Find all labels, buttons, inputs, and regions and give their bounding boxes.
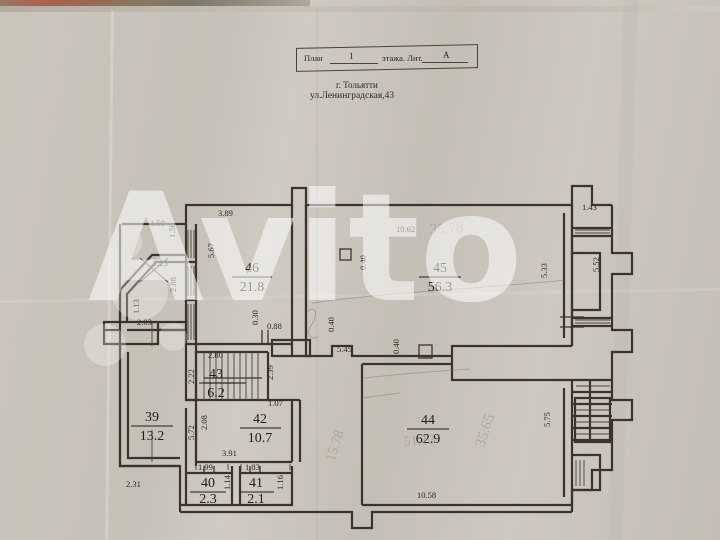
pencil-note: 35.65	[473, 412, 499, 449]
pencil-annotations: 35.78 51.13 35.65 15.78	[306, 220, 499, 464]
dimension-text: 10.58	[417, 490, 436, 500]
dimension-text: 1.50	[150, 218, 165, 228]
dimension-text: 1.25	[153, 258, 168, 268]
dimension-text: 0.40	[326, 317, 336, 332]
room-area: 2.1	[247, 492, 265, 507]
room-area: 2.3	[199, 492, 217, 507]
right-wing	[560, 205, 612, 492]
plan-floor-word: этажа. Лит.	[382, 53, 423, 63]
room-area: 56.3	[428, 280, 453, 295]
room-number: 42	[253, 412, 267, 427]
room-label-44: 44 62.9	[407, 413, 449, 447]
dimension-text: 1.07	[268, 398, 283, 408]
dimension-text: 2.31	[126, 479, 141, 489]
room-label-40: 40 2.3	[190, 476, 226, 507]
room-number: 44	[421, 413, 435, 428]
dimension-text: 0.30	[250, 310, 260, 325]
room-46-walls	[184, 224, 292, 354]
plan-floor-number: 1	[349, 51, 354, 61]
dimension-labels-vertical: 1.50 5.67 2.88 1.13 0.30 0.40 0.40 0.40 …	[131, 223, 601, 490]
dimension-text: 5.75	[542, 412, 552, 427]
dimension-text: 2.03	[137, 317, 152, 327]
dimension-text: 0.40	[358, 255, 368, 270]
dimension-text: 5.45	[337, 344, 352, 354]
dimension-text: 2.39	[265, 365, 275, 380]
city-label: г. Тольятти	[336, 80, 378, 90]
dimension-text: 2.22	[186, 369, 196, 384]
room-area: 21.8	[240, 280, 265, 295]
plan-label: План	[304, 53, 323, 63]
dimension-text: 1.16	[275, 475, 285, 490]
room-number: 43	[209, 367, 223, 382]
room-number: 46	[245, 261, 259, 276]
interior-wall-spine	[270, 205, 312, 358]
dimension-text: 1.43	[582, 202, 597, 212]
building-outline	[102, 184, 634, 530]
dimension-text: 1.13	[131, 299, 141, 314]
street-address-label: ул.Ленинградская,43	[310, 91, 395, 101]
room-label-43: 43 6.2	[199, 367, 234, 401]
plan-literal: А	[443, 50, 450, 60]
room-label-41: 41 2.1	[239, 476, 274, 507]
room-label-46: 46 21.8	[232, 261, 272, 295]
dimension-text: 0.40	[391, 339, 401, 354]
room-39-walls	[118, 344, 198, 468]
dimension-text: 5.52	[591, 257, 601, 272]
room-area: 62.9	[416, 432, 441, 447]
room-number: 40	[201, 476, 215, 491]
room-number: 45	[433, 261, 447, 276]
dimension-text: 5.67	[206, 243, 216, 258]
plan-floor-underline	[330, 63, 378, 64]
pencil-sketch-lines	[311, 279, 567, 399]
room-area: 6.2	[207, 386, 225, 401]
room-area: 10.7	[248, 431, 273, 446]
dimension-text: 0.88	[267, 321, 282, 331]
entrance-vestibule	[104, 253, 188, 346]
plan-title-block: План 1 этажа. Лит. А	[296, 44, 478, 102]
plan-literal-underline	[422, 62, 468, 63]
dimension-text: 2.80	[208, 350, 223, 360]
dimension-text: 1.83	[245, 462, 260, 472]
room-labels: 46 21.8 45 56.3 44 62.9 43 6.2 42	[131, 261, 461, 507]
dimension-text: 5.72	[186, 425, 196, 440]
room-44-walls	[360, 364, 574, 507]
pencil-note: 51.13	[403, 433, 435, 450]
room-label-45: 45 56.3	[419, 261, 461, 295]
room-label-42: 42 10.7	[240, 412, 281, 446]
dimension-text: 5.33	[539, 263, 549, 278]
dimension-labels-horizontal: 3.89 1.50 1.25 2.03 10.62 0.88 5.45 2.80…	[126, 202, 597, 500]
paper-top-edge	[0, 6, 720, 12]
room-number: 41	[249, 476, 263, 491]
room-number: 39	[145, 410, 159, 425]
photo-top-color-strip	[0, 0, 310, 7]
dimension-text: 2.08	[199, 415, 209, 430]
dimension-text: 1.99	[198, 462, 213, 472]
dimension-text: 10.62	[396, 224, 415, 234]
dimension-text: 1.50	[167, 223, 177, 238]
dimension-text: 3.91	[222, 448, 237, 458]
pencil-note: 35.78	[429, 220, 464, 238]
dimension-text: 3.89	[218, 208, 233, 218]
pencil-note: 15.78	[324, 429, 348, 464]
dimension-text: 2.88	[168, 277, 178, 292]
dimension-text: 1.14	[222, 474, 232, 490]
room-42-walls	[194, 398, 302, 464]
rooms-40-41	[180, 466, 294, 507]
